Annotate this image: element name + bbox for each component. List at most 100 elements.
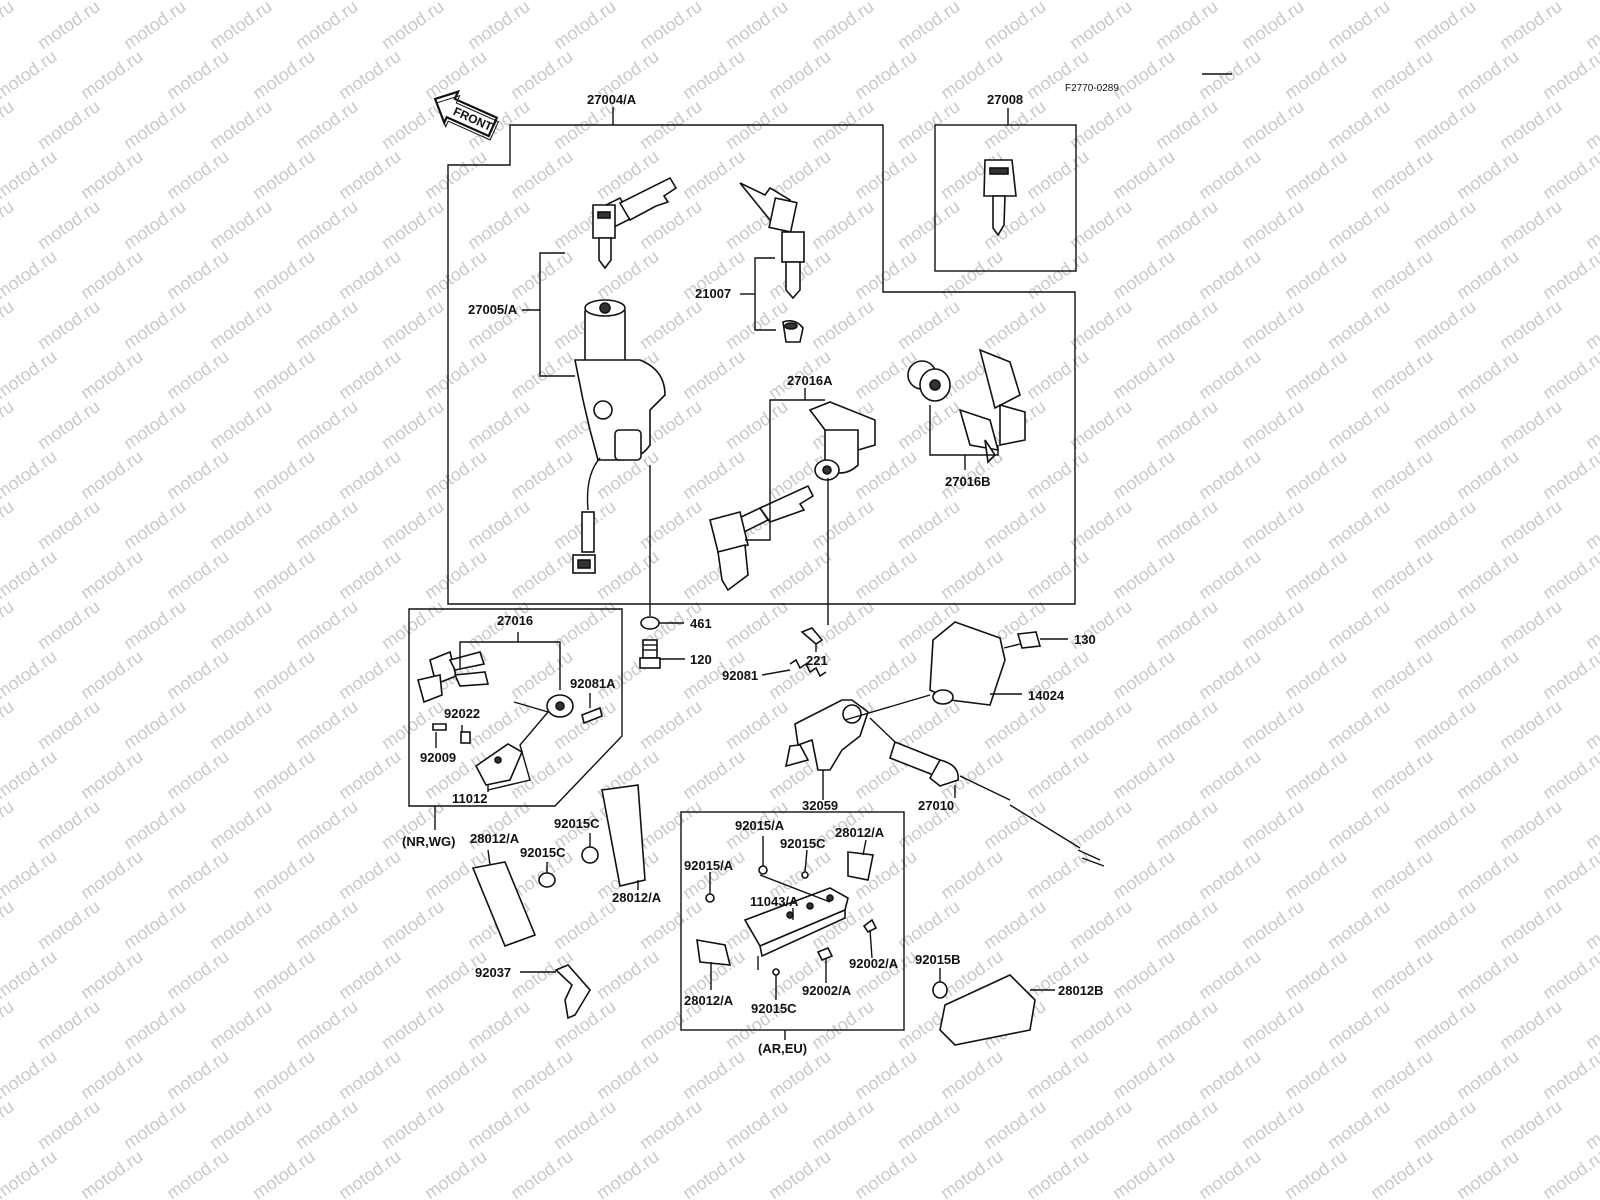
watermark-text: motod.ru bbox=[1109, 146, 1179, 203]
watermark-text: motod.ru bbox=[765, 546, 835, 603]
watermark-text: motod.ru bbox=[249, 546, 319, 603]
watermark-text: motod.ru bbox=[1324, 296, 1394, 353]
label-11043a: 11043/A bbox=[750, 894, 799, 909]
watermark-text: motod.ru bbox=[1281, 1146, 1351, 1200]
watermark-text: motod.ru bbox=[378, 596, 448, 653]
watermark-text: motod.ru bbox=[1023, 846, 1093, 903]
watermark-text: motod.ru bbox=[1281, 546, 1351, 603]
watermark-text: motod.ru bbox=[851, 446, 921, 503]
watermark-text: motod.ru bbox=[249, 246, 319, 303]
watermark-text: motod.ru bbox=[1195, 446, 1265, 503]
watermark-text: motod.ru bbox=[1281, 246, 1351, 303]
watermark-text: motod.ru bbox=[1152, 996, 1222, 1053]
watermark-text: motod.ru bbox=[163, 646, 233, 703]
watermark-text: motod.ru bbox=[1410, 496, 1480, 553]
screw-92002a-right-part bbox=[862, 918, 878, 934]
watermark-text: motod.ru bbox=[1281, 646, 1351, 703]
watermark-text: motod.ru bbox=[163, 746, 233, 803]
label-11012: 11012 bbox=[452, 791, 487, 806]
watermark-text: motod.ru bbox=[0, 396, 17, 453]
watermark-text: motod.ru bbox=[378, 0, 448, 53]
watermark-text: motod.ru bbox=[1367, 246, 1437, 303]
leader-92002a-right bbox=[869, 929, 873, 959]
bracket-27016a bbox=[745, 399, 825, 541]
watermark-text: motod.ru bbox=[980, 796, 1050, 853]
watermark-text: motod.ru bbox=[636, 696, 706, 753]
watermark-text: motod.ru bbox=[292, 996, 362, 1053]
watermark-text: motod.ru bbox=[1410, 196, 1480, 253]
watermark-text: motod.ru bbox=[1152, 196, 1222, 253]
watermark-text: motod.ru bbox=[1238, 96, 1308, 153]
watermark-text: motod.ru bbox=[1367, 946, 1437, 1003]
watermark-text: motod.ru bbox=[722, 696, 792, 753]
diagram-ref-code: F2770-0289 bbox=[1065, 83, 1119, 94]
watermark-text: motod.ru bbox=[507, 46, 577, 103]
watermark-text: motod.ru bbox=[851, 1046, 921, 1103]
watermark-text: motod.ru bbox=[1023, 46, 1093, 103]
watermark-text: motod.ru bbox=[1410, 0, 1480, 53]
watermark-text: motod.ru bbox=[1066, 0, 1136, 53]
watermark-text: motod.ru bbox=[550, 1096, 620, 1153]
watermark-text: motod.ru bbox=[937, 546, 1007, 603]
watermark-text: motod.ru bbox=[163, 1146, 233, 1200]
clip-92037-part bbox=[554, 964, 591, 1020]
watermark-text: motod.ru bbox=[292, 896, 362, 953]
watermark-text: motod.ru bbox=[1539, 46, 1600, 103]
label-92015a-left: 92015/A bbox=[684, 858, 734, 873]
watermark-text: motod.ru bbox=[980, 896, 1050, 953]
watermark-text: motod.ru bbox=[1195, 1046, 1265, 1103]
watermark-text: motod.ru bbox=[1324, 396, 1394, 453]
watermark-text: motod.ru bbox=[851, 46, 921, 103]
watermark-text: motod.ru bbox=[1195, 846, 1265, 903]
watermark-text: motod.ru bbox=[894, 696, 964, 753]
watermark-text: motod.ru bbox=[1496, 296, 1566, 353]
watermark-text: motod.ru bbox=[1023, 346, 1093, 403]
watermark-text: motod.ru bbox=[120, 96, 190, 153]
watermark-text: motod.ru bbox=[0, 796, 17, 853]
watermark-text: motod.ru bbox=[1066, 896, 1136, 953]
watermark-text: motod.ru bbox=[636, 796, 706, 853]
watermark-text: motod.ru bbox=[34, 896, 104, 953]
assembly-line-11043a bbox=[759, 874, 831, 903]
key-27008-icon bbox=[983, 159, 1017, 237]
leader-92015c-inner bbox=[804, 849, 808, 873]
label-92015b: 92015B bbox=[915, 952, 961, 967]
watermark-text: motod.ru bbox=[335, 1146, 405, 1200]
watermark-text: motod.ru bbox=[808, 596, 878, 653]
watermark-text: motod.ru bbox=[679, 46, 749, 103]
watermark-text: motod.ru bbox=[1238, 696, 1308, 753]
watermark-text: motod.ru bbox=[894, 496, 964, 553]
watermark-text: motod.ru bbox=[421, 546, 491, 603]
bracket-32059-part bbox=[784, 699, 869, 771]
watermark-text: motod.ru bbox=[1582, 496, 1600, 553]
watermark-text: motod.ru bbox=[163, 346, 233, 403]
watermark-text: motod.ru bbox=[292, 296, 362, 353]
bracket-27005a bbox=[539, 252, 575, 377]
watermark-text: motod.ru bbox=[421, 1146, 491, 1200]
watermark-text: motod.ru bbox=[120, 396, 190, 453]
watermark-text: motod.ru bbox=[1238, 496, 1308, 553]
watermark-text: motod.ru bbox=[421, 146, 491, 203]
label-92015c-lower: 92015C bbox=[520, 845, 566, 860]
watermark-text: motod.ru bbox=[1324, 896, 1394, 953]
watermark-text: motod.ru bbox=[335, 646, 405, 703]
watermark-text: motod.ru bbox=[980, 0, 1050, 53]
watermark-text: motod.ru bbox=[937, 1046, 1007, 1103]
reflector-28012a-left-part bbox=[471, 861, 537, 948]
watermark-text: motod.ru bbox=[1281, 946, 1351, 1003]
watermark-text: motod.ru bbox=[1367, 346, 1437, 403]
watermark-text: motod.ru bbox=[679, 446, 749, 503]
watermark-text: motod.ru bbox=[1496, 0, 1566, 53]
watermark-text: motod.ru bbox=[34, 696, 104, 753]
watermark-text: motod.ru bbox=[1152, 1096, 1222, 1153]
watermark-text: motod.ru bbox=[464, 996, 534, 1053]
watermark-text: motod.ru bbox=[0, 946, 60, 1003]
watermark-text: motod.ru bbox=[120, 696, 190, 753]
watermark-text: motod.ru bbox=[249, 746, 319, 803]
watermark-text: motod.ru bbox=[1066, 296, 1136, 353]
watermark-text: motod.ru bbox=[937, 1146, 1007, 1200]
watermark-text: motod.ru bbox=[894, 396, 964, 453]
watermark-text: motod.ru bbox=[421, 446, 491, 503]
watermark-text: motod.ru bbox=[1367, 846, 1437, 903]
watermark-text: motod.ru bbox=[1238, 196, 1308, 253]
